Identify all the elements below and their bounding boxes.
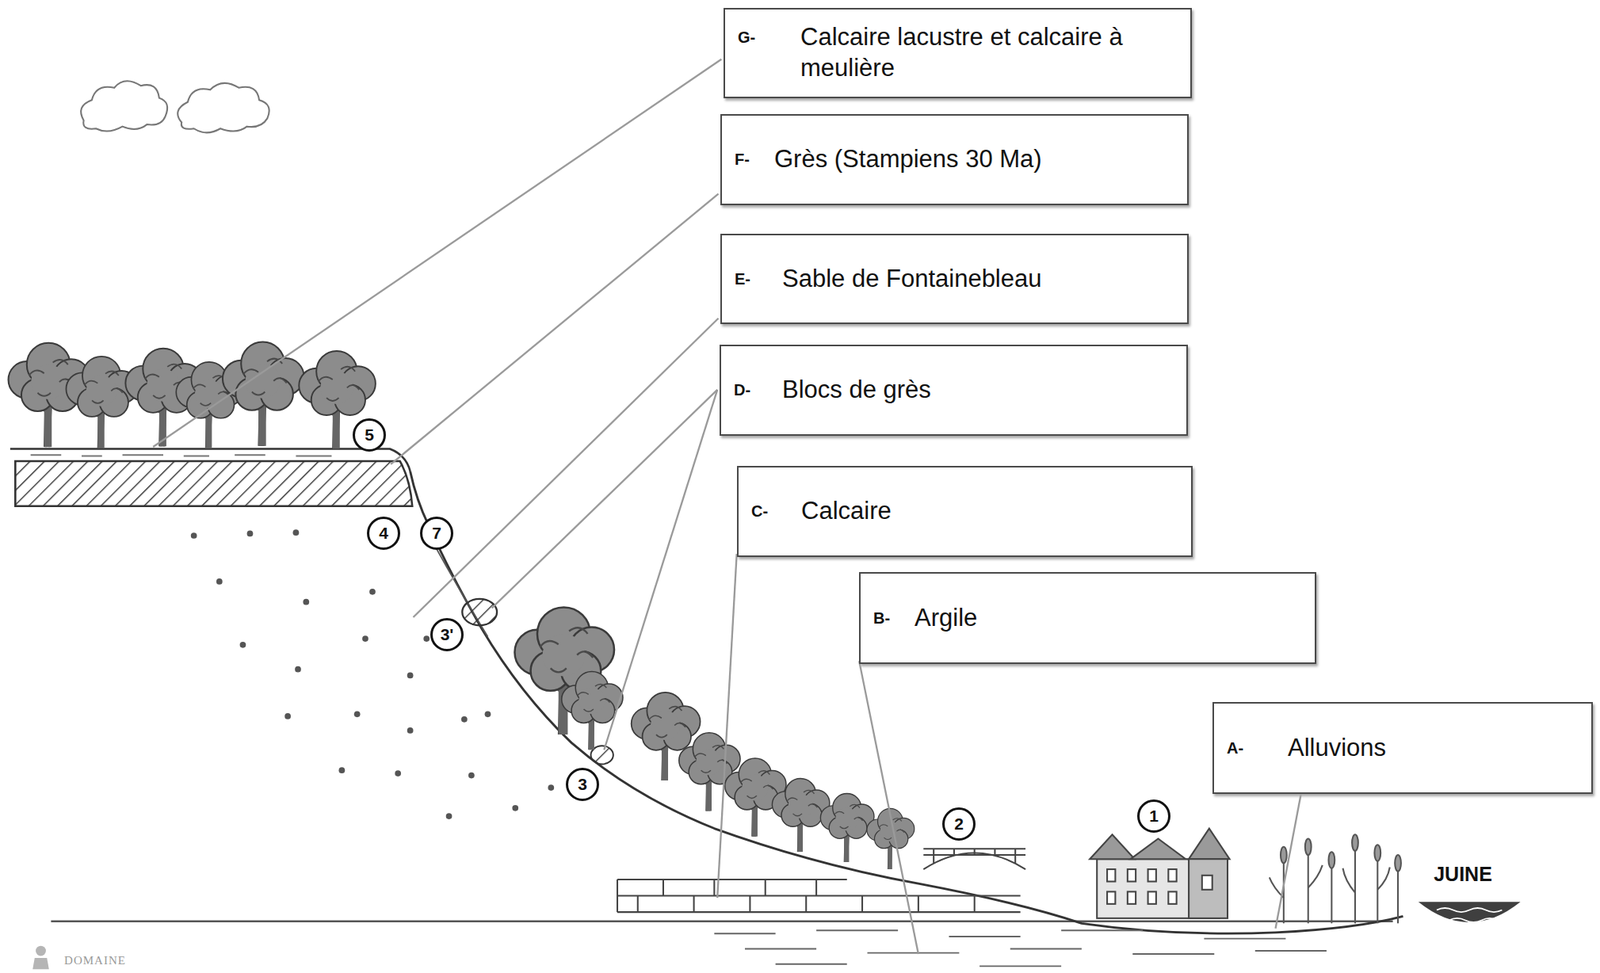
layer-name: Alluvions: [1287, 733, 1584, 764]
sandstone-layer: [15, 461, 413, 507]
callout-number: 7: [420, 516, 454, 550]
ground-baseline: [50, 920, 1393, 923]
castle: [1089, 828, 1230, 919]
layer-name: Calcaire lacustre et calcaire à meulière: [800, 22, 1183, 85]
layer-letter: C-: [751, 502, 768, 521]
plateau-surface: [10, 449, 411, 472]
leader-lines: [152, 59, 1302, 955]
watermark-figure: [32, 946, 50, 970]
bridge: [923, 848, 1026, 870]
layer-label-box: C- Calcaire: [736, 465, 1193, 558]
limestone-marks: [30, 454, 333, 456]
layer-label-box: D- Blocs de grès: [719, 344, 1188, 436]
layer-label-box: B- Argile: [859, 572, 1317, 665]
clay-lines: [714, 930, 1327, 967]
river-name: JUINE: [1431, 863, 1494, 886]
layer-label-box: E- Sable de Fontainebleau: [720, 233, 1189, 325]
callout-number: 4: [366, 516, 401, 550]
sand-dots: [190, 529, 554, 820]
callout-number: 3: [565, 767, 600, 802]
callout-number: 5: [352, 418, 386, 452]
limestone-bricks: [617, 879, 1021, 913]
layer-label-box: A- Alluvions: [1212, 702, 1593, 795]
layer-letter: F-: [734, 150, 750, 169]
layer-name: Blocs de grès: [782, 374, 1179, 406]
river-water: [1418, 901, 1521, 923]
clouds: [80, 80, 270, 133]
layer-letter: E-: [734, 270, 751, 289]
layer-label-box: G- Calcaire lacustre et calcaire à meuliè…: [723, 7, 1192, 99]
layer-letter: D-: [733, 381, 751, 400]
layer-letter: B-: [873, 609, 890, 628]
callout-number: 2: [942, 807, 976, 841]
layer-name: Sable de Fontainebleau: [782, 263, 1180, 295]
callout-number: 3': [430, 618, 464, 652]
reeds: [1269, 834, 1402, 924]
layer-letter: G-: [737, 28, 756, 47]
layer-name: Grès (Stampiens 30 Ma): [774, 144, 1180, 176]
layer-name: Argile: [914, 603, 1307, 634]
layer-label-box: F- Grès (Stampiens 30 Ma): [720, 114, 1189, 206]
callout-number: 1: [1137, 799, 1171, 833]
layer-letter: A-: [1226, 739, 1244, 758]
layer-name: Calcaire: [801, 496, 1184, 527]
watermark: DOMAINE: [64, 954, 127, 968]
